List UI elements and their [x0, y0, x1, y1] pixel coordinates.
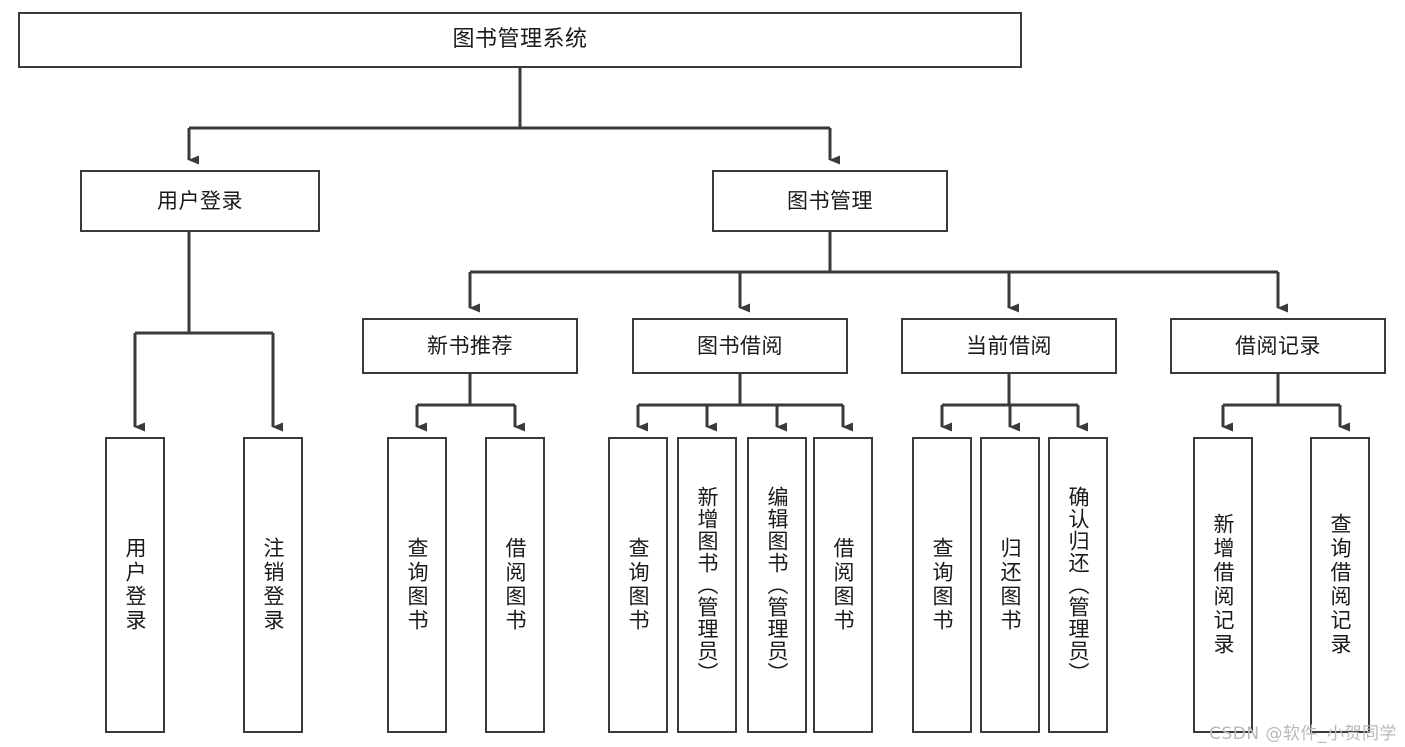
node-label: 归还图书 [998, 537, 1023, 633]
node-root-system[interactable]: 图书管理系统 [18, 12, 1022, 68]
node-label: 用户登录 [123, 537, 148, 633]
leaf-user-login-logout[interactable]: 注销登录 [243, 437, 303, 733]
node-label: 借阅记录 [1235, 333, 1321, 358]
leaf-record-query-record[interactable]: 查询借阅记录 [1310, 437, 1370, 733]
node-label: 查询图书 [930, 537, 955, 633]
node-label: 新书推荐 [427, 333, 513, 358]
node-book-management[interactable]: 图书管理 [712, 170, 948, 232]
leaf-new-book-query[interactable]: 查询图书 [387, 437, 447, 733]
node-label: 注销登录 [261, 537, 286, 633]
node-label: 借阅图书 [503, 537, 528, 633]
node-label: 借阅图书 [831, 537, 856, 633]
node-label: 查询图书 [405, 537, 430, 633]
node-label: 新增图书（管理员） [695, 486, 720, 684]
leaf-user-login-login[interactable]: 用户登录 [105, 437, 165, 733]
node-user-login[interactable]: 用户登录 [80, 170, 320, 232]
leaf-current-confirm-return-admin[interactable]: 确认归还（管理员） [1048, 437, 1108, 733]
node-label: 编辑图书（管理员） [765, 486, 790, 684]
node-label: 查询借阅记录 [1328, 513, 1353, 657]
node-label: 用户登录 [157, 188, 243, 213]
node-label: 新增借阅记录 [1211, 513, 1236, 657]
leaf-current-return-book[interactable]: 归还图书 [980, 437, 1040, 733]
node-new-book-recommend[interactable]: 新书推荐 [362, 318, 578, 374]
leaf-borrow-query-book[interactable]: 查询图书 [608, 437, 668, 733]
leaf-current-query-book[interactable]: 查询图书 [912, 437, 972, 733]
node-label: 图书管理 [787, 188, 873, 213]
node-book-borrow[interactable]: 图书借阅 [632, 318, 848, 374]
node-label: 当前借阅 [966, 333, 1052, 358]
leaf-record-add-record[interactable]: 新增借阅记录 [1193, 437, 1253, 733]
leaf-borrow-edit-book-admin[interactable]: 编辑图书（管理员） [747, 437, 807, 733]
node-label: 图书管理系统 [452, 27, 588, 53]
node-current-borrow[interactable]: 当前借阅 [901, 318, 1117, 374]
leaf-new-book-borrow[interactable]: 借阅图书 [485, 437, 545, 733]
node-label: 图书借阅 [697, 333, 783, 358]
watermark-text: CSDN @软件_小贺同学 [1209, 724, 1397, 744]
node-label: 查询图书 [626, 537, 651, 633]
node-label: 确认归还（管理员） [1066, 486, 1091, 684]
node-borrow-record[interactable]: 借阅记录 [1170, 318, 1386, 374]
leaf-borrow-borrow-book[interactable]: 借阅图书 [813, 437, 873, 733]
leaf-borrow-add-book-admin[interactable]: 新增图书（管理员） [677, 437, 737, 733]
